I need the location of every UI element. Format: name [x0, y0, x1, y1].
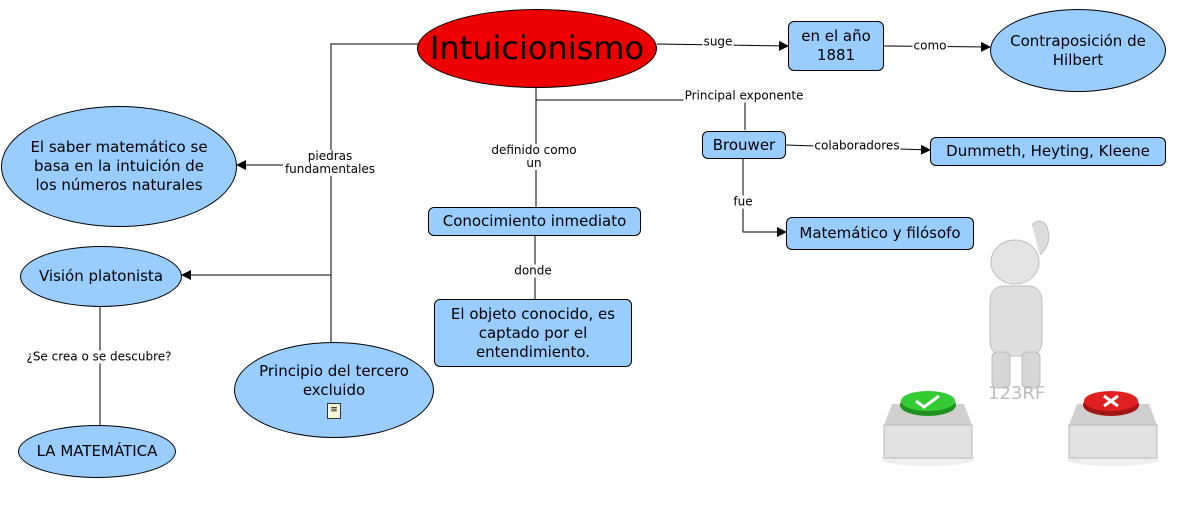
node-vision-platonista[interactable]: Visión platonista — [20, 246, 182, 307]
node-matematico-filosofo[interactable]: Matemático y filósofo — [786, 217, 974, 250]
node-en-el-anio-label: en el año 1881 — [801, 27, 871, 64]
node-objeto-conocido[interactable]: El objeto conocido, es captado por el en… — [434, 299, 632, 367]
link-label-fue: fue — [732, 194, 754, 209]
svg-text:123RF: 123RF — [988, 383, 1045, 404]
node-colaboradores-label: Dummeth, Heyting, Kleene — [946, 142, 1150, 160]
node-contraposicion-hilbert[interactable]: Contraposición de Hilbert — [990, 9, 1166, 92]
node-intuicionismo[interactable]: Intuicionismo — [417, 9, 657, 88]
node-saber-matematico[interactable]: El saber matemático se basa en la intuic… — [1, 106, 237, 227]
thinking-figure-illustration: 123RF — [988, 220, 1050, 404]
check-button-icon — [882, 391, 974, 466]
node-saber-matematico-label: El saber matemático se basa en la intuic… — [30, 138, 208, 194]
link-label-como: como — [912, 38, 948, 53]
node-en-el-anio[interactable]: en el año 1881 — [788, 21, 884, 71]
document-icon[interactable]: ≡ — [327, 402, 341, 419]
node-contraposicion-hilbert-label: Contraposición de Hilbert — [1010, 31, 1146, 69]
node-conocimiento-inmediato[interactable]: Conocimiento inmediato — [428, 207, 641, 236]
link-label-donde: donde — [513, 263, 553, 278]
node-principio-tercero-excluido-label: Principio del tercero excluido — [259, 361, 409, 399]
link-label-pregunta: ¿Se crea o se descubre? — [25, 349, 173, 364]
node-colaboradores[interactable]: Dummeth, Heyting, Kleene — [930, 137, 1166, 166]
node-conocimiento-inmediato-label: Conocimiento inmediato — [442, 212, 627, 230]
node-brouwer[interactable]: Brouwer — [702, 131, 786, 159]
link-label-piedras-fundamentales: piedras fundamentales — [283, 149, 377, 176]
node-la-matematica[interactable]: LA MATEMÁTICA — [18, 425, 176, 478]
cross-button-icon — [1067, 391, 1159, 466]
link-label-colaboradores: colaboradores — [813, 138, 901, 153]
node-la-matematica-label: LA MATEMÁTICA — [36, 442, 158, 460]
node-principio-tercero-excluido[interactable]: Principio del tercero excluido ≡ — [234, 342, 434, 438]
link-label-definido-como-un: definido como un — [489, 144, 579, 170]
node-vision-platonista-label: Visión platonista — [38, 267, 164, 285]
node-objeto-conocido-label: El objeto conocido, es captado por el en… — [450, 304, 616, 361]
link-label-principal-exponente: Principal exponente — [683, 88, 805, 103]
link-label-suge: suge — [702, 34, 734, 49]
node-matematico-filosofo-label: Matemático y filósofo — [799, 224, 961, 242]
node-intuicionismo-label: Intuicionismo — [429, 29, 645, 67]
node-brouwer-label: Brouwer — [712, 135, 776, 154]
